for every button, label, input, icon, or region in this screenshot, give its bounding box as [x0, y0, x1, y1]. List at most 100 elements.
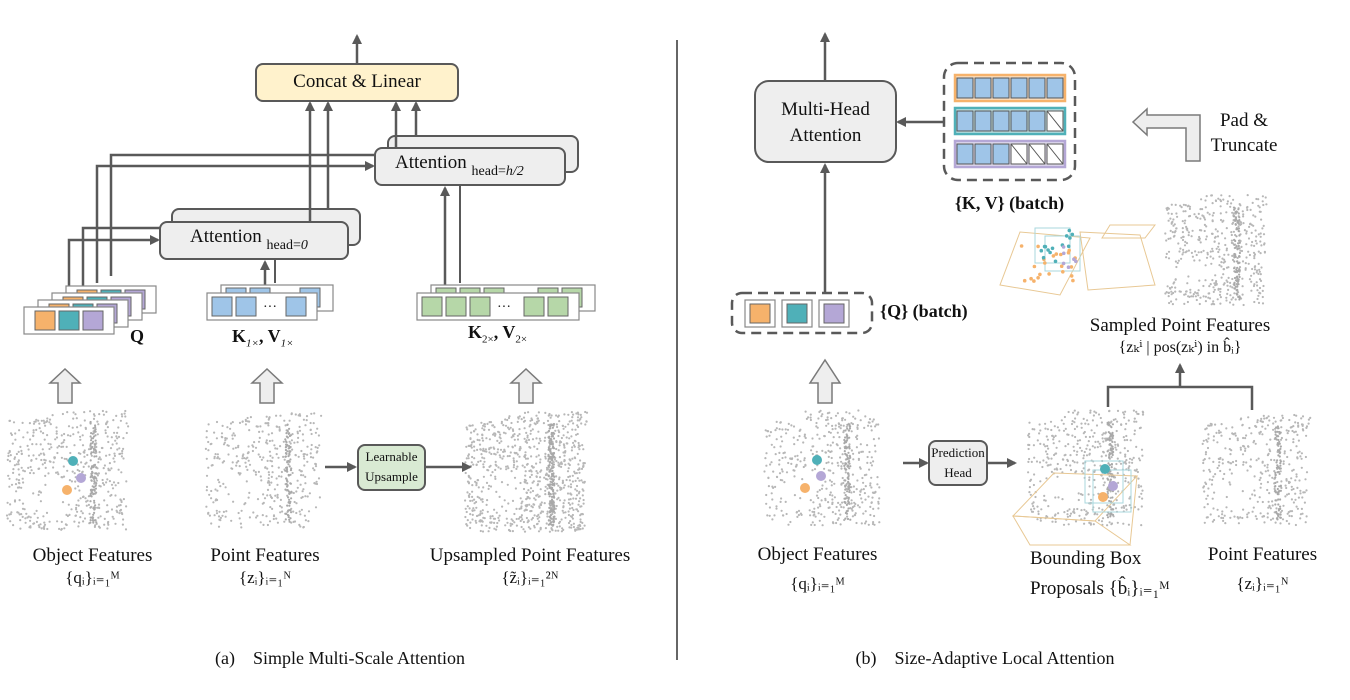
- point: [558, 431, 561, 434]
- point: [1292, 487, 1295, 491]
- point: [1122, 436, 1125, 439]
- point: [869, 461, 872, 464]
- point: [1110, 426, 1113, 429]
- point: [481, 520, 484, 523]
- point: [1245, 230, 1248, 233]
- point: [81, 471, 84, 474]
- point: [1098, 442, 1101, 445]
- point: [1223, 258, 1226, 261]
- point: [478, 439, 481, 442]
- point: [88, 512, 91, 515]
- point: [1062, 429, 1066, 432]
- point: [213, 431, 216, 434]
- point: [498, 495, 501, 498]
- point: [1172, 235, 1175, 238]
- point: [564, 463, 567, 466]
- point: [1237, 225, 1240, 228]
- point: [499, 456, 502, 459]
- point: [1263, 417, 1266, 420]
- kv2-label: K2×, V2×: [468, 322, 528, 346]
- sampled-point-orange: [1032, 279, 1036, 283]
- point: [265, 441, 268, 444]
- point: [1254, 215, 1257, 218]
- point: [525, 516, 529, 520]
- bbox-line1: Bounding Box: [1030, 548, 1142, 569]
- point: [565, 436, 568, 439]
- point: [262, 456, 265, 459]
- point: [316, 446, 319, 449]
- kv-batch-label: {K, V} (batch): [954, 193, 1065, 213]
- point: [18, 499, 21, 502]
- point: [1247, 416, 1250, 419]
- point: [225, 510, 228, 513]
- point: [494, 463, 497, 466]
- point: [829, 450, 832, 454]
- point: [517, 517, 521, 520]
- point: [1206, 446, 1210, 450]
- point: [515, 507, 518, 510]
- point: [785, 432, 788, 435]
- point: [868, 468, 871, 471]
- point: [559, 488, 562, 491]
- point: [1220, 516, 1223, 520]
- point: [583, 462, 586, 465]
- point: [1133, 433, 1136, 436]
- point: [1266, 488, 1269, 492]
- point: [310, 443, 313, 447]
- point: [1062, 422, 1065, 425]
- point: [1077, 498, 1080, 502]
- point: [68, 479, 71, 482]
- attention-h0-subscript: head=0: [267, 238, 308, 253]
- sampled-point-purple: [1072, 257, 1076, 262]
- point: [256, 514, 259, 517]
- point: [103, 517, 106, 521]
- point: [1212, 290, 1215, 293]
- point: [69, 434, 72, 437]
- point: [527, 496, 530, 499]
- point: [1236, 439, 1239, 442]
- point: [478, 496, 481, 499]
- point: [582, 498, 585, 502]
- point: [763, 470, 766, 473]
- point: [1111, 440, 1114, 443]
- point: [1036, 518, 1039, 521]
- point: [254, 446, 258, 449]
- point: [1174, 290, 1177, 293]
- point: [287, 473, 290, 477]
- point: [1300, 457, 1303, 460]
- point: [288, 427, 291, 430]
- point: [530, 518, 533, 521]
- point: [1253, 253, 1257, 256]
- point: [1238, 266, 1242, 269]
- point: [1110, 434, 1113, 437]
- point: [285, 432, 288, 435]
- point: [1167, 219, 1170, 222]
- point: [1245, 232, 1248, 235]
- point: [1222, 477, 1225, 480]
- point: [1083, 450, 1086, 454]
- point: [553, 482, 556, 485]
- point: [831, 498, 834, 501]
- k-subscript: 2×: [482, 333, 494, 346]
- point: [510, 518, 513, 521]
- point: [93, 511, 96, 514]
- point: [1079, 493, 1083, 496]
- point: [576, 452, 579, 455]
- point: [844, 501, 847, 505]
- point: [1132, 456, 1135, 459]
- point: [1233, 292, 1236, 295]
- point: [525, 505, 528, 508]
- sampled-point-orange: [1059, 264, 1064, 269]
- point: [1109, 513, 1112, 516]
- point: [1055, 446, 1058, 449]
- point: [1230, 233, 1233, 237]
- point: [774, 429, 777, 432]
- point: [1227, 276, 1230, 279]
- point: [1274, 499, 1277, 502]
- point: [852, 490, 856, 493]
- point: [99, 515, 102, 518]
- point: [1227, 253, 1230, 256]
- point: [576, 411, 580, 414]
- point: [229, 422, 233, 425]
- point: [300, 474, 303, 477]
